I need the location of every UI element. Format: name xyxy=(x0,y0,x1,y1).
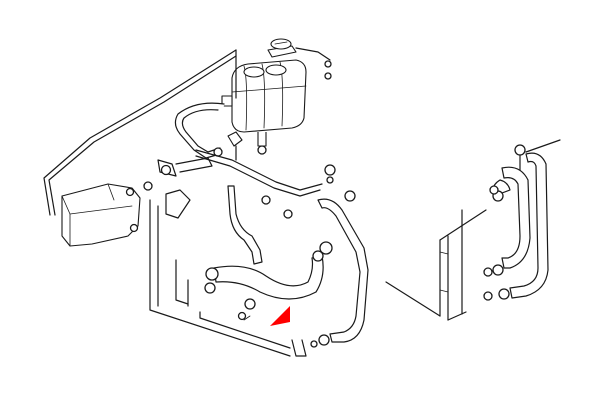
overflow-line xyxy=(43,49,237,216)
radiator xyxy=(149,189,307,357)
heater-return-line xyxy=(195,149,356,219)
tank-fittings xyxy=(227,131,243,161)
expansion-tank-cap xyxy=(267,38,297,58)
upper-radiator-hose xyxy=(310,198,369,348)
expansion-tank xyxy=(221,59,307,155)
lower-radiator-hose xyxy=(204,241,333,321)
bypass-hose xyxy=(227,185,263,265)
tank-upper-hose xyxy=(157,102,225,177)
overflow-reservoir xyxy=(61,181,153,247)
cooler-hoses xyxy=(483,144,549,301)
bleed-line xyxy=(295,47,332,80)
location-marker xyxy=(270,306,290,326)
